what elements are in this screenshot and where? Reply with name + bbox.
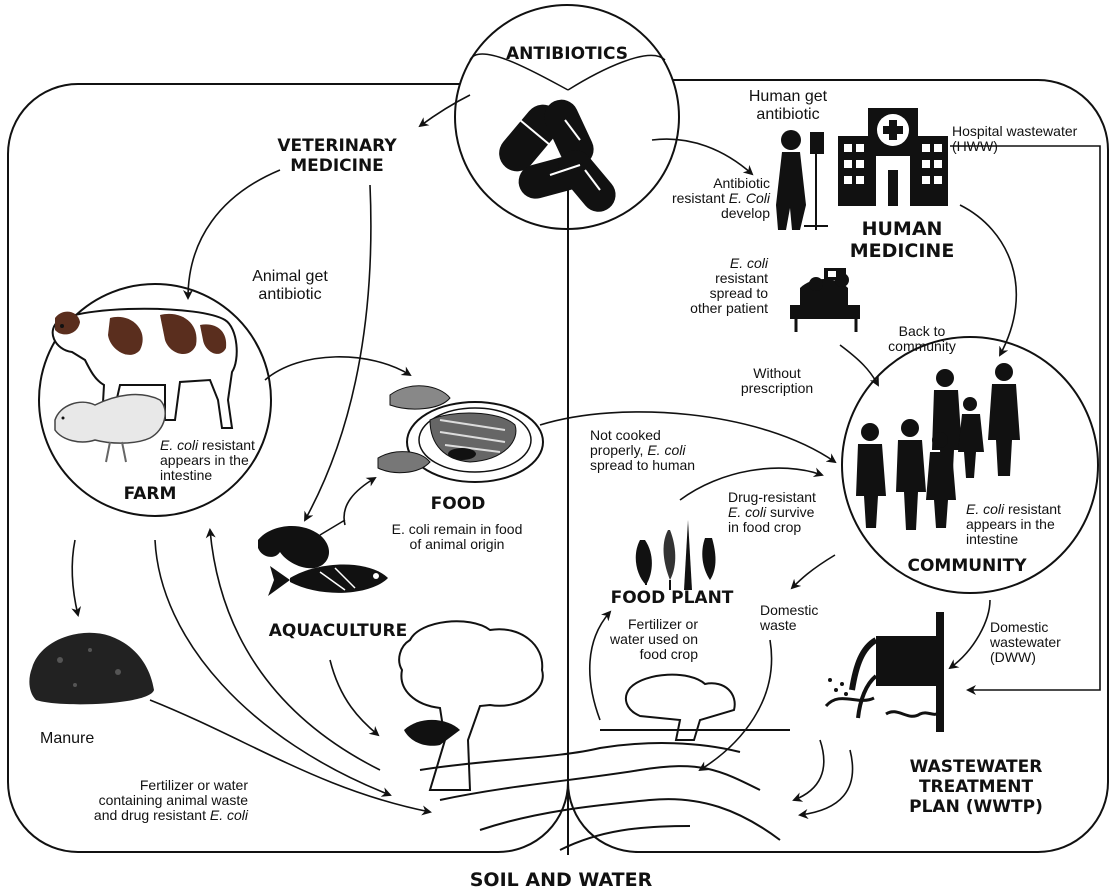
fertilizer-animal-waste-label: Fertilizer or water containing animal wa… [70,778,248,823]
food-plate-icon [377,385,544,483]
pills-icon [499,99,616,212]
arrow-soil-to-farm [205,528,381,771]
spread-patient-ecoli: E. coli [729,255,768,271]
arrow-farm-to-food [264,356,412,381]
veterinary-medicine-header: VETERINARY MEDICINE [277,136,397,176]
hospital-wastewater-label: Hospital wastewater (HWW) [952,123,1078,154]
spread-patient-label: E. coli resistant spread to other patien… [660,256,768,316]
human-medicine-header: HUMAN MEDICINE [849,218,955,262]
drug-resistant-pre: Drug-resistant [728,489,816,505]
arrow-aquaculture-to-food [343,476,377,526]
resistant-develop-label: Antibiotic resistant E. Coli develop [660,175,770,222]
community-resistant-ecoli: E. coli [966,501,1005,517]
arrow-crop-to-community [679,467,824,501]
food-header: FOOD [430,494,486,514]
without-prescription-label: Without prescription [740,365,814,396]
shrimp-icon [258,519,346,569]
patient-iv-icon [776,130,828,230]
arrow-aquaculture-to-soil [329,659,380,737]
arrow-community-to-wwtp [948,599,991,670]
arrow-hospital-to-community [959,204,1017,357]
drug-resistant-label: Drug-resistant E. coli survive in food c… [728,490,848,535]
animal-get-antibiotic-label: Animal get antibiotic [252,268,328,303]
arrow-community-to-domestic [790,554,836,590]
drug-resistant-ecoli: E. coli [728,504,767,520]
food-plant-header: FOOD PLANT [610,588,734,608]
family-icon [856,363,1020,530]
back-to-community-label: Back to community [888,323,956,354]
tree-icon [600,673,790,741]
domestic-wastewater-label: Domestic wastewater (DWW) [990,619,1061,665]
arrow-wwtp-to-river [798,749,854,819]
manure-label: Manure [40,730,95,747]
not-cooked-pre: Not cooked properly, [590,427,661,458]
farm-resistant-post: resistant appears in the intestine [160,437,255,483]
resistant-develop-post: develop [720,205,770,221]
resistant-develop-pre: Antibiotic resistant [671,175,770,206]
wwtp-header: WASTEWATER TREATMENT PLAN (WWTP) [909,757,1043,817]
not-cooked-label: Not cooked properly, E. coli spread to h… [590,427,730,474]
manure-pile-icon [29,632,155,705]
fertilizer-food-crop-label: Fertilizer or water used on food crop [610,616,698,662]
food-description-label: E. coli remain in food of animal origin [391,521,523,552]
arrow-hospital-wastewater [950,145,1101,695]
domestic-waste-label: Domestic waste [760,602,819,633]
hospital-icon [838,108,948,206]
antibiotics-header: ANTIBIOTICS [506,44,628,64]
chicken-icon [54,393,166,463]
farm-resistant-ecoli: E. coli [160,437,199,453]
hospital-bed-icon [790,268,860,332]
arrow-antibiotics-to-vet [418,94,471,128]
soil-and-water-header: SOIL AND WATER [469,869,653,891]
farm-header: FARM [123,484,177,504]
antibiotics-overlap-right [567,54,666,91]
arrow-vet-to-farm [183,169,281,300]
outfall-pipe-icon [824,612,944,732]
arrow-bed-to-community [839,344,879,387]
arrow-wwtp-to-river-2 [792,739,825,802]
fertilizer-animal-ecoli: E. coli [209,807,248,823]
arrow-farm-to-soil [154,539,392,797]
arrow-food-to-community [539,411,837,464]
river-icon [419,742,781,851]
flow-arrows [71,94,1101,819]
community-resistant-post: resistant appears in the intestine [966,501,1061,547]
cow-icon [51,307,238,429]
aquaculture-header: AQUACULTURE [268,621,408,641]
fertilizer-animal-pre: Fertilizer or water containing animal wa… [93,777,248,823]
community-header: COMMUNITY [907,556,1027,576]
arrow-vet-to-aquaculture [304,184,372,522]
arrow-antibiotics-to-human [651,138,754,176]
arrow-domestic-to-river [698,639,773,772]
not-cooked-post: spread to human [590,457,696,473]
crops-icon [635,520,716,590]
arrow-soil-to-foodplant [588,610,612,721]
not-cooked-ecoli: E. coli [647,442,686,458]
resistant-develop-ecoli: E. Coli [728,190,770,206]
arrow-farm-to-manure [71,539,81,617]
spread-patient-post: resistant spread to other patient [690,270,768,316]
tree-icon [398,620,544,791]
fish-icon [268,564,388,596]
farm-resistant-label: E. coli resistant appears in the intesti… [160,438,270,483]
arrow-manure-to-soil [149,699,432,816]
drug-resistant-post: survive in food crop [728,504,815,535]
human-get-antibiotic-label: Human get antibiotic [748,88,828,123]
antibiotics-overlap-left [469,53,569,91]
community-resistant-label: E. coli resistant appears in the intesti… [966,502,1086,547]
